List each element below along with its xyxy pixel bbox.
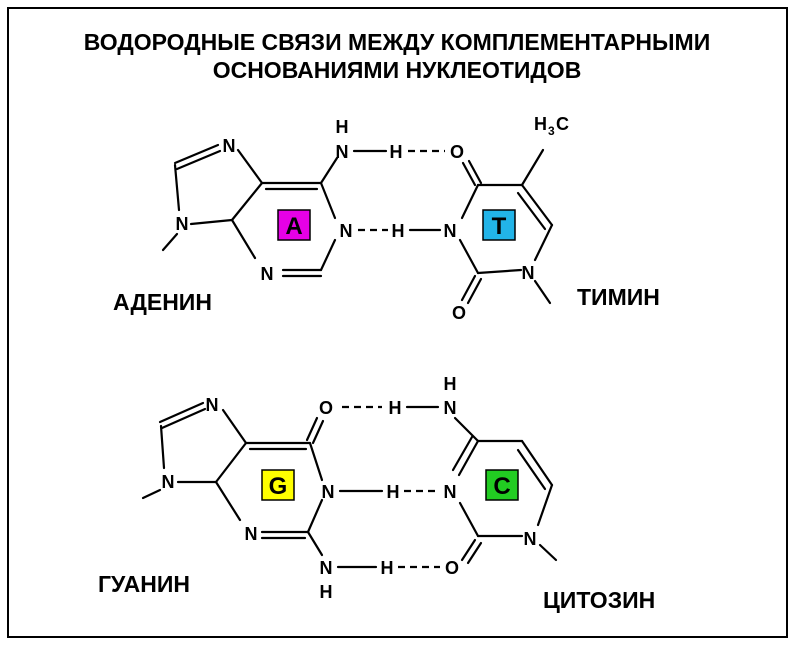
atom-h: H (381, 558, 394, 578)
bond (460, 538, 477, 562)
bond (230, 218, 257, 260)
bond (467, 159, 483, 185)
atom-n: N (206, 395, 219, 415)
atom-n: N (524, 529, 537, 549)
guanine-letter: G (269, 473, 288, 500)
bond (538, 543, 558, 562)
atom-o: O (319, 398, 333, 418)
bond (520, 183, 554, 227)
atom-n: N (162, 472, 175, 492)
bond (173, 143, 220, 165)
bond (306, 498, 324, 534)
border (7, 7, 788, 638)
bond (160, 407, 207, 430)
bond (533, 279, 552, 305)
guanine-name: ГУАНИН (98, 571, 190, 597)
atom-n: N (176, 214, 189, 234)
atom-n: N (444, 221, 457, 241)
bond (173, 163, 181, 212)
bond (457, 439, 480, 477)
bond (141, 488, 162, 500)
cytosine-molecule: H N N N O C ЦИТОЗИН (444, 374, 656, 613)
bond (516, 448, 547, 491)
bond (536, 483, 554, 527)
atom-n: N (223, 136, 236, 156)
guanine-letter-box (261, 469, 295, 501)
bond (460, 183, 480, 220)
atom-h: H (336, 117, 349, 137)
bond (451, 435, 474, 472)
bond (158, 401, 205, 424)
atom-o: O (452, 303, 466, 323)
cytosine-name: ЦИТОЗИН (543, 587, 655, 613)
thymine-letter: T (492, 213, 507, 240)
adenine-molecule: N N N N N H A АДЕНИН (113, 117, 353, 315)
bond (520, 439, 554, 487)
methyl-c: C (556, 114, 569, 134)
atom-n: N (322, 482, 335, 502)
adenine-letter-box (277, 209, 311, 241)
bond (461, 161, 477, 187)
adenine-name: АДЕНИН (113, 289, 212, 315)
guanine-molecule: N N N N N H O G ГУАНИН (98, 395, 335, 602)
atom-o: O (445, 558, 459, 578)
bond (161, 232, 179, 252)
atom-h: H (392, 221, 405, 241)
bond (189, 218, 234, 226)
atom-h: H (389, 398, 402, 418)
bond (311, 419, 325, 445)
bond (305, 416, 319, 442)
atom-n: N (320, 558, 333, 578)
atom-n: N (245, 524, 258, 544)
thymine-letter-box (482, 209, 516, 241)
bond (466, 277, 483, 305)
atom-h: H (320, 582, 333, 602)
atom-o: O (450, 142, 464, 162)
atom-n: N (261, 264, 274, 284)
title-line-1: ВОДОРОДНЫЕ СВЯЗИ МЕЖДУ КОМПЛЕМЕНТАРНЫМИ (84, 29, 711, 55)
cytosine-letter: C (493, 473, 510, 500)
bond (460, 274, 477, 302)
bond (458, 238, 480, 275)
atom-h: H (390, 142, 403, 162)
bond (458, 501, 480, 538)
atom-n: N (444, 398, 457, 418)
atom-n: N (444, 482, 457, 502)
atom-h: H (444, 374, 457, 394)
atom-n: N (336, 142, 349, 162)
bond (516, 191, 547, 231)
bond (159, 424, 166, 470)
methyl-h: H (534, 114, 547, 134)
g-c-hydrogen-bonds: H H H (336, 398, 440, 578)
atom-h: H (387, 482, 400, 502)
bond (236, 148, 264, 185)
bond (230, 181, 264, 222)
cytosine-letter-box (485, 469, 519, 501)
bond (319, 156, 339, 185)
bond (306, 530, 324, 557)
thymine-name: ТИМИН (577, 284, 660, 310)
bond (319, 181, 337, 220)
bond (476, 268, 523, 275)
atom-n: N (340, 221, 353, 241)
adenine-letter: A (285, 213, 302, 240)
methyl-subscript: 3 (548, 124, 555, 138)
bond (520, 148, 545, 187)
bond (308, 441, 324, 482)
bond (453, 416, 480, 443)
bond (214, 480, 242, 522)
bond (221, 408, 248, 445)
atom-n: N (522, 263, 535, 283)
a-t-hydrogen-bonds: H H (352, 142, 445, 241)
bond (533, 223, 554, 262)
bond (466, 541, 483, 565)
thymine-molecule: O N N O H 3 C T ТИМИН (444, 114, 660, 323)
bond (319, 238, 337, 272)
bond (175, 149, 222, 171)
title-line-2: ОСНОВАНИЯМИ НУКЛЕОТИДОВ (213, 57, 582, 83)
bond (214, 441, 248, 484)
